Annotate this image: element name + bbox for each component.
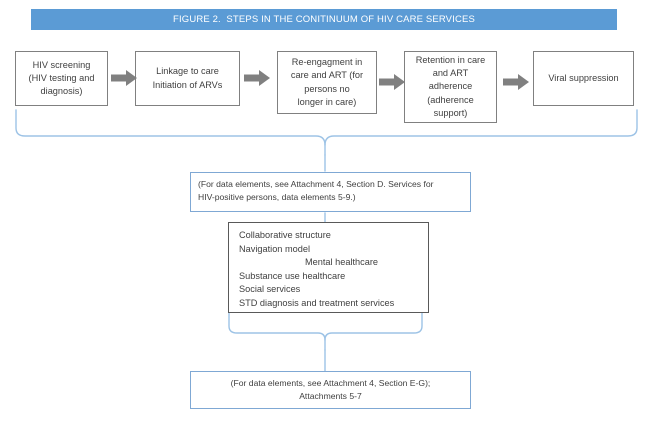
service-item-5: STD diagnosis and treatment services — [239, 297, 395, 308]
step-box-viral-suppression[interactable]: Viral suppression — [533, 51, 634, 106]
note-box-bottom[interactable]: (For data elements, see Attachment 4, Se… — [190, 371, 471, 409]
brace-bottom-left — [228, 312, 326, 351]
service-item-0: Collaborative structure — [239, 230, 331, 240]
brace-top-left — [15, 109, 326, 156]
step-label-viral-suppression: Viral suppression — [548, 72, 619, 83]
note-box-top[interactable]: (For data elements, see Attachment 4, Se… — [190, 172, 471, 212]
note-bottom-line-2: Attachments 5-7 — [299, 391, 362, 401]
arrow-right-icon-4 — [503, 74, 529, 90]
service-item-1: Navigation model — [239, 243, 310, 254]
arrow-right-icon-3 — [379, 74, 405, 90]
note-bottom-line-1: (For data elements, see Attachment 4, Se… — [230, 378, 431, 388]
figure-title-banner: FIGURE 2. STEPS IN THE CONITINUUM OF HIV… — [31, 9, 617, 30]
service-item-2: Mental healthcare — [305, 257, 379, 268]
note-top-line-1: (For data elements, see Attachment 4, Se… — [198, 179, 434, 189]
service-item-4: Social services — [239, 284, 301, 295]
note-top-line-2: HIV-positive persons, data elements 5-9.… — [198, 192, 356, 202]
arrow-right-icon-1 — [111, 70, 137, 86]
arrow-right-icon-2 — [244, 70, 270, 86]
brace-bottom-right — [324, 312, 423, 341]
service-item-3: Substance use healthcare — [239, 270, 346, 281]
